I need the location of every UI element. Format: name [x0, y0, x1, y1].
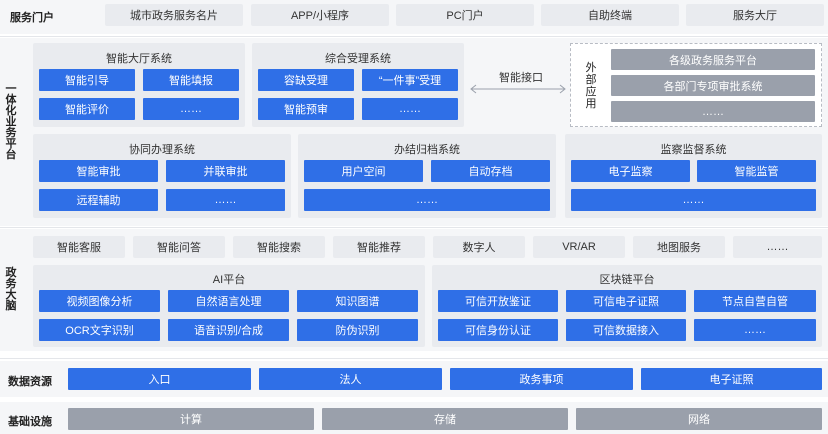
acceptance-more-button[interactable]: ……: [362, 98, 458, 120]
video-analysis-button[interactable]: 视频图像分析: [39, 290, 160, 312]
supervision-title: 监察监督系统: [660, 144, 727, 156]
smart-precheck-button[interactable]: 智能预审: [258, 98, 354, 120]
brain-service-vrar[interactable]: VR/AR: [533, 236, 625, 258]
portal-item-kiosk[interactable]: 自助终端: [541, 4, 679, 26]
tolerant-accept-button[interactable]: 容缺受理: [258, 69, 354, 91]
parallel-approval-button[interactable]: 并联审批: [166, 160, 285, 182]
archive-title: 办结归档系统: [394, 144, 460, 156]
collab-more-button[interactable]: ……: [166, 189, 285, 211]
external-apps-label: 外部应用: [585, 62, 597, 110]
blockchain-card: 区块链平台 可信开放鉴证 可信电子证照 节点自营自管 可信身份认证 可信数据接入…: [432, 265, 822, 347]
smart-supervise-button[interactable]: 智能监管: [697, 160, 816, 182]
ai-platform-card: AI平台 视频图像分析 自然语言处理 知识图谱 OCR文字识别 语音识别/合成 …: [33, 265, 425, 347]
auto-archive-button[interactable]: 自动存档: [431, 160, 550, 182]
divider: [0, 358, 828, 359]
acceptance-title: 综合受理系统: [325, 53, 391, 65]
smart-evaluate-button[interactable]: 智能评价: [39, 98, 135, 120]
brain-label: 政务大脑: [5, 267, 17, 312]
speech-button[interactable]: 语音识别/合成: [168, 319, 289, 341]
smart-fill-button[interactable]: 智能填报: [143, 69, 239, 91]
collab-card: 协同办理系统 智能审批 并联审批 远程辅助 ……: [33, 134, 291, 218]
gov-platforms-button[interactable]: 各级政务服务平台: [611, 49, 815, 70]
one-thing-accept-button[interactable]: “一件事”受理: [362, 69, 458, 91]
service-portal-label: 服务门户: [10, 12, 54, 24]
data-gov-affairs-button[interactable]: 政务事项: [450, 368, 633, 390]
portal-item-app[interactable]: APP/小程序: [251, 4, 389, 26]
divider: [0, 227, 828, 228]
trusted-attestation-button[interactable]: 可信开放鉴证: [438, 290, 558, 312]
infra-network-button[interactable]: 网络: [576, 408, 822, 430]
portal-item-hall[interactable]: 服务大厅: [686, 4, 824, 26]
external-apps-box: 外部应用 各级政务服务平台 各部门专项审批系统 ……: [570, 43, 822, 127]
dept-approval-systems-button[interactable]: 各部门专项审批系统: [611, 75, 815, 96]
portal-item-city-card[interactable]: 城市政务服务名片: [105, 4, 243, 26]
portal-item-pc[interactable]: PC门户: [396, 4, 534, 26]
smart-hall-card: 智能大厅系统 智能引导 智能填报 智能评价 ……: [33, 43, 245, 127]
data-entry-button[interactable]: 入口: [68, 368, 251, 390]
collab-title: 协同办理系统: [129, 144, 195, 156]
brain-service-digital-human[interactable]: 数字人: [433, 236, 525, 258]
infra-compute-button[interactable]: 计算: [68, 408, 314, 430]
divider: [0, 36, 828, 37]
anti-fake-button[interactable]: 防伪识别: [297, 319, 418, 341]
smart-guide-button[interactable]: 智能引导: [39, 69, 135, 91]
acceptance-card: 综合受理系统 容缺受理 “一件事”受理 智能预审 ……: [252, 43, 464, 127]
data-legal-person-button[interactable]: 法人: [259, 368, 442, 390]
bidirectional-arrow-icon: [470, 84, 566, 94]
infrastructure-label: 基础设施: [8, 416, 52, 428]
knowledge-graph-button[interactable]: 知识图谱: [297, 290, 418, 312]
blockchain-title: 区块链平台: [599, 274, 655, 286]
nlp-button[interactable]: 自然语言处理: [168, 290, 289, 312]
brain-service-search[interactable]: 智能搜索: [233, 236, 325, 258]
trusted-license-button[interactable]: 可信电子证照: [566, 290, 686, 312]
ocr-button[interactable]: OCR文字识别: [39, 319, 160, 341]
user-space-button[interactable]: 用户空间: [304, 160, 423, 182]
supervision-more-button[interactable]: ……: [571, 189, 816, 211]
brain-service-qa[interactable]: 智能问答: [133, 236, 225, 258]
supervision-card: 监察监督系统 电子监察 智能监管 ……: [565, 134, 822, 218]
e-monitor-button[interactable]: 电子监察: [571, 160, 690, 182]
ai-platform-title: AI平台: [212, 274, 246, 286]
trusted-data-access-button[interactable]: 可信数据接入: [566, 319, 686, 341]
archive-card: 办结归档系统 用户空间 自动存档 ……: [298, 134, 556, 218]
brain-service-customer[interactable]: 智能客服: [33, 236, 125, 258]
smart-hall-title: 智能大厅系统: [106, 53, 172, 65]
node-self-manage-button[interactable]: 节点自营自管: [694, 290, 816, 312]
infra-storage-button[interactable]: 存储: [322, 408, 568, 430]
blockchain-more-button[interactable]: ……: [694, 319, 816, 341]
data-e-license-button[interactable]: 电子证照: [641, 368, 822, 390]
brain-service-recommend[interactable]: 智能推荐: [333, 236, 425, 258]
data-resources-label: 数据资源: [8, 376, 52, 388]
external-more-button[interactable]: ……: [611, 101, 815, 122]
brain-service-more[interactable]: ……: [733, 236, 822, 258]
trusted-identity-button[interactable]: 可信身份认证: [438, 319, 558, 341]
remote-assist-button[interactable]: 远程辅助: [39, 189, 158, 211]
smart-interface-label: 智能接口: [499, 72, 543, 84]
smart-hall-more-button[interactable]: ……: [143, 98, 239, 120]
smart-approval-button[interactable]: 智能审批: [39, 160, 158, 182]
archive-more-button[interactable]: ……: [304, 189, 550, 211]
integrated-platform-label: 一体化业务平台: [5, 83, 17, 161]
brain-service-map[interactable]: 地图服务: [633, 236, 725, 258]
